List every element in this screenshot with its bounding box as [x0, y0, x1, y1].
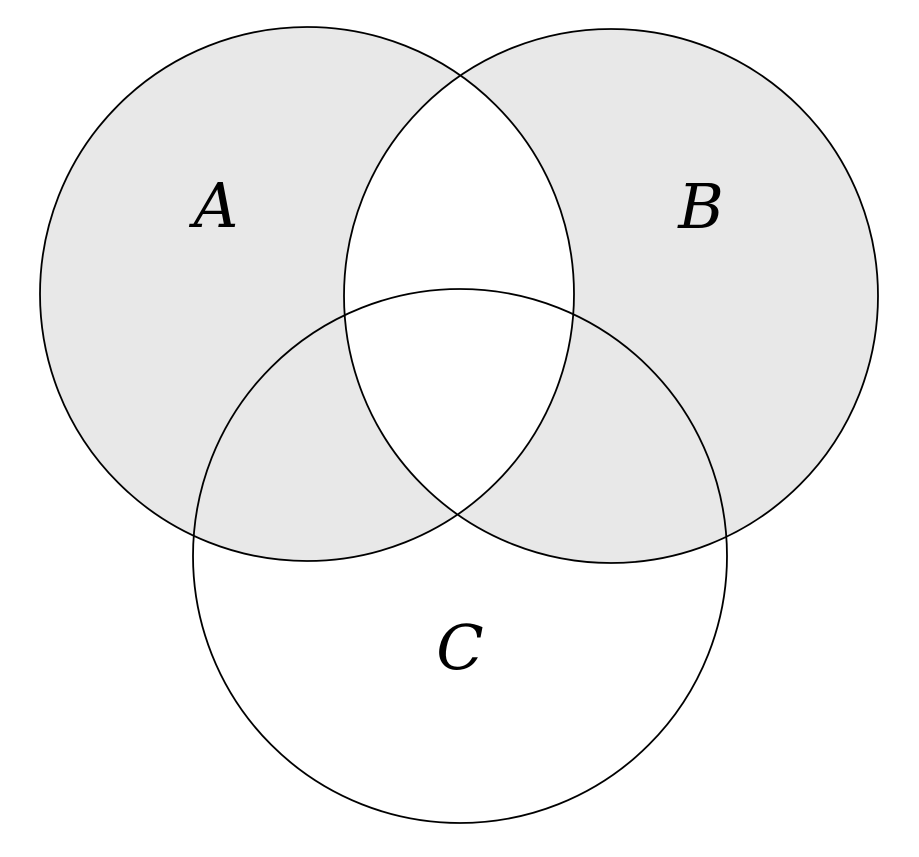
- circle-b-outline: [343, 28, 879, 564]
- circle-a-outline: [39, 26, 575, 562]
- set-label-a: A: [189, 169, 239, 242]
- set-label-b: B: [677, 170, 724, 243]
- shaded-region-a-xor-b: [40, 27, 878, 564]
- set-label-c: C: [436, 611, 483, 684]
- circle-c-outline: [192, 288, 728, 824]
